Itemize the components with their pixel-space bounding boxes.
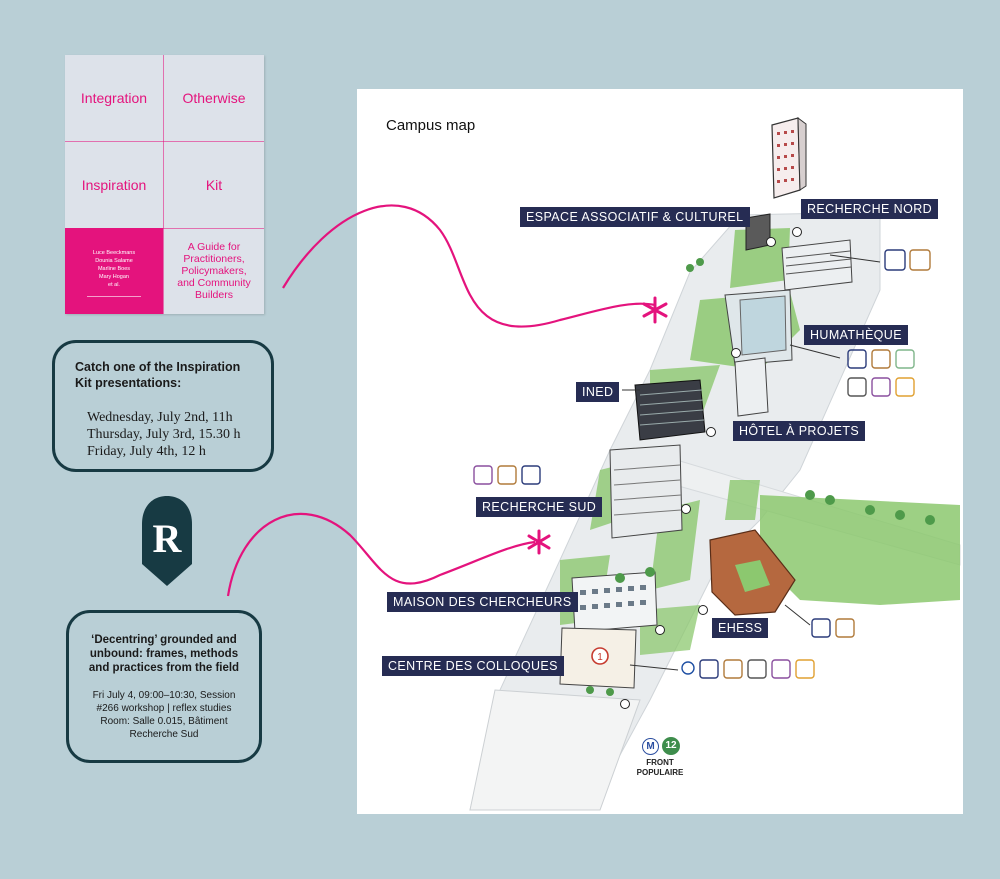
cover-publisher-mark <box>87 296 141 297</box>
logo-letter: R <box>153 516 183 561</box>
metro-station-name: FRONT POPULAIRE <box>636 758 684 777</box>
reflex-studies-logo-marker: R <box>140 494 194 592</box>
recherche-nord-amenity-icons <box>884 249 931 271</box>
building-label-recherche-sud[interactable]: RECHERCHE SUD <box>476 497 603 517</box>
entrance-arrow-icons <box>620 227 802 709</box>
building-label-hotel-a-projets[interactable]: HÔTEL À PROJETS <box>733 421 866 441</box>
book-connector-curve <box>282 204 656 328</box>
cover-word: Integration <box>80 90 148 106</box>
building-label-humatheque[interactable]: HUMATHÈQUE <box>804 325 908 345</box>
cover-subtitle: A Guide for Practitioners, Policymakers,… <box>177 241 251 301</box>
building-label-recherche-nord[interactable]: RECHERCHE NORD <box>801 199 939 219</box>
colloques-amenity-icons <box>681 659 815 679</box>
metro-line-badge: 12 <box>662 737 680 755</box>
presentation-date: Thursday, July 3rd, 15.30 h <box>87 427 241 442</box>
recherche-sud-amenity-icons <box>473 465 541 485</box>
cover-author-panel <box>65 228 163 314</box>
cover-word: Otherwise <box>182 90 246 106</box>
session-details: Fri July 4, 09:00–10:30, Session #266 wo… <box>92 690 236 740</box>
recherche-sud-asterisk-icon <box>527 529 551 555</box>
building-label-centre-des-colloques[interactable]: CENTRE DES COLLOQUES <box>382 656 564 676</box>
cover-divider <box>163 55 164 314</box>
building-label-ined[interactable]: INED <box>576 382 620 402</box>
cover-authors: Luce Beeckmans Dounia Salame Marline Boe… <box>92 250 136 288</box>
humatheque-amenity-icons <box>847 349 915 397</box>
building-label-maison-des-chercheurs[interactable]: MAISON DES CHERCHEURS <box>387 592 578 612</box>
humatheque-asterisk-icon <box>642 296 668 324</box>
metro-icon: M <box>642 738 659 755</box>
cover-word: Inspiration <box>81 177 147 193</box>
ehess-amenity-icons <box>811 618 855 638</box>
presentations-box: Catch one of the Inspiration Kit present… <box>52 340 274 472</box>
colloques-map-marker: 1 <box>597 652 603 663</box>
cover-word: Kit <box>205 177 223 193</box>
presentation-date: Friday, July 4th, 12 h <box>87 444 206 459</box>
presentation-date: Wednesday, July 2nd, 11h <box>87 410 233 425</box>
inspiration-kit-book-cover: Integration Otherwise Inspiration Kit Lu… <box>65 55 264 314</box>
building-label-ehess[interactable]: EHESS <box>712 618 769 638</box>
presentations-heading: Catch one of the Inspiration Kit present… <box>75 360 241 390</box>
session-connector-curve <box>226 512 536 597</box>
session-box: ‘Decentring’ grounded and unbound: frame… <box>66 610 262 763</box>
cover-divider <box>65 228 264 229</box>
building-label-espace-associatif[interactable]: ESPACE ASSOCIATIF & CULTUREL <box>520 207 750 227</box>
session-title: ‘Decentring’ grounded and unbound: frame… <box>88 634 240 674</box>
presentation-dates: Wednesday, July 2nd, 11h Thursday, July … <box>87 409 240 460</box>
map-title: Campus map <box>386 117 476 134</box>
cover-divider <box>65 141 264 142</box>
